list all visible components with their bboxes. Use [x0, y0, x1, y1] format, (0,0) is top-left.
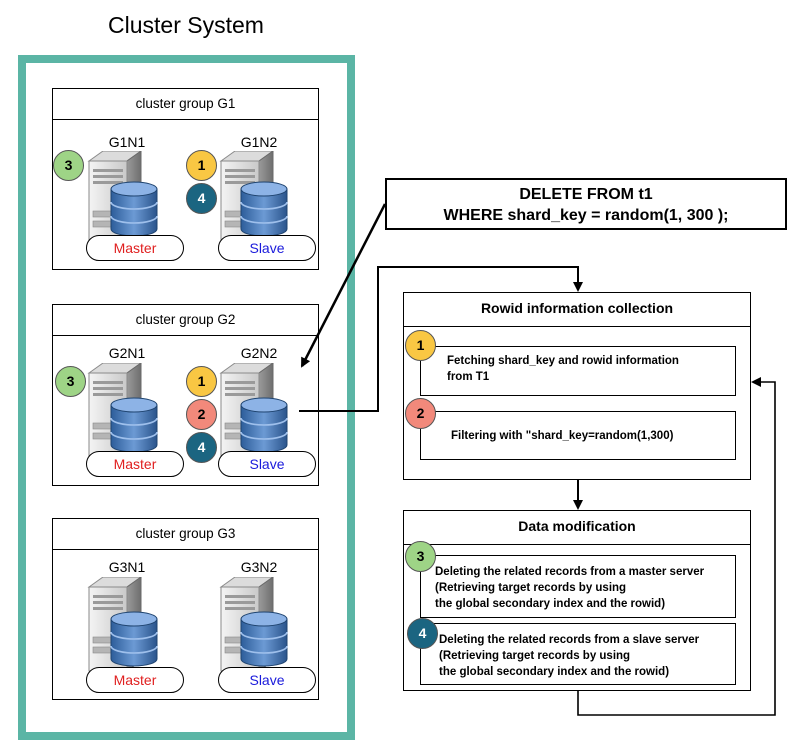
- step-4-badge: 4: [186, 432, 217, 463]
- step-4-badge: 4: [186, 183, 217, 214]
- data-modification-panel: Data modification Deleting the related r…: [403, 510, 751, 691]
- master-role-pill: Master: [86, 451, 184, 477]
- group-title: cluster group G3: [53, 519, 318, 550]
- sql-to-g2n2-arrow: [300, 203, 387, 368]
- slave-role-pill: Slave: [218, 451, 316, 477]
- cluster-group-g2: cluster group G2 G2N1 G2N2 Master Slave …: [52, 304, 319, 486]
- step-4-badge: 4: [407, 618, 438, 649]
- step-4-text: (Retrieving target records by using: [439, 650, 631, 662]
- rowid-collection-panel: Rowid information collection Fetching sh…: [403, 292, 751, 480]
- step-3-box: Deleting the related records from a mast…: [420, 555, 736, 618]
- step-4-text: Deleting the related records from a slav…: [439, 634, 700, 646]
- step-2-box: Filtering with "shard_key=random(1,300): [420, 411, 736, 460]
- step-3-badge: 3: [405, 541, 436, 572]
- sql-line-2: WHERE shard_key = random(1, 300 );: [443, 207, 729, 224]
- slave-role-pill: Slave: [218, 235, 316, 261]
- node-label: G2N1: [108, 345, 146, 361]
- panel-title: Rowid information collection: [404, 293, 750, 327]
- node-label: G1N2: [240, 134, 278, 150]
- step-1-badge: 1: [186, 150, 217, 181]
- cluster-system-frame: [18, 55, 355, 740]
- node-label: G1N1: [108, 134, 146, 150]
- slave-role-pill: Slave: [218, 667, 316, 693]
- step-2-badge: 2: [186, 399, 217, 430]
- group-title: cluster group G2: [53, 305, 318, 336]
- cluster-group-g3: cluster group G3 G3N1 G3N2 Master Slave: [52, 518, 319, 700]
- step-3-text: the global secondary index and the rowid…: [435, 598, 666, 610]
- g2n2-to-rowid-arrow: [299, 266, 583, 412]
- step-2-text: Filtering with "shard_key=random(1,300): [451, 430, 674, 442]
- sql-statement-box: DELETE FROM t1 WHERE shard_key = random(…: [385, 178, 787, 230]
- step-3-badge: 3: [55, 366, 86, 397]
- step-1-text: Fetching shard_key and rowid information: [447, 355, 679, 367]
- step-4-box: Deleting the related records from a slav…: [420, 623, 736, 685]
- step-1-badge: 1: [186, 366, 217, 397]
- step-3-badge: 3: [53, 150, 84, 181]
- group-title: cluster group G1: [53, 89, 318, 120]
- node-label: G2N2: [240, 345, 278, 361]
- step-1-text: from T1: [447, 371, 490, 383]
- cluster-group-g1: cluster group G1 G1N1 G1N2 Master Slave …: [52, 88, 319, 270]
- step-2-badge: 2: [405, 398, 436, 429]
- panel-title: Data modification: [404, 511, 750, 545]
- diagram-title: Cluster System: [108, 12, 264, 38]
- loop-back-arrow: [577, 377, 776, 716]
- node-label: G3N2: [240, 559, 278, 575]
- step-3-text: Deleting the related records from a mast…: [435, 566, 705, 578]
- step-1-box: Fetching shard_key and rowid information…: [420, 346, 736, 396]
- step-1-badge: 1: [405, 330, 436, 361]
- master-role-pill: Master: [86, 667, 184, 693]
- master-role-pill: Master: [86, 235, 184, 261]
- sql-line-1: DELETE FROM t1: [519, 186, 653, 203]
- step-4-text: the global secondary index and the rowid…: [439, 666, 670, 678]
- node-label: G3N1: [108, 559, 146, 575]
- step-3-text: (Retrieving target records by using: [435, 582, 627, 594]
